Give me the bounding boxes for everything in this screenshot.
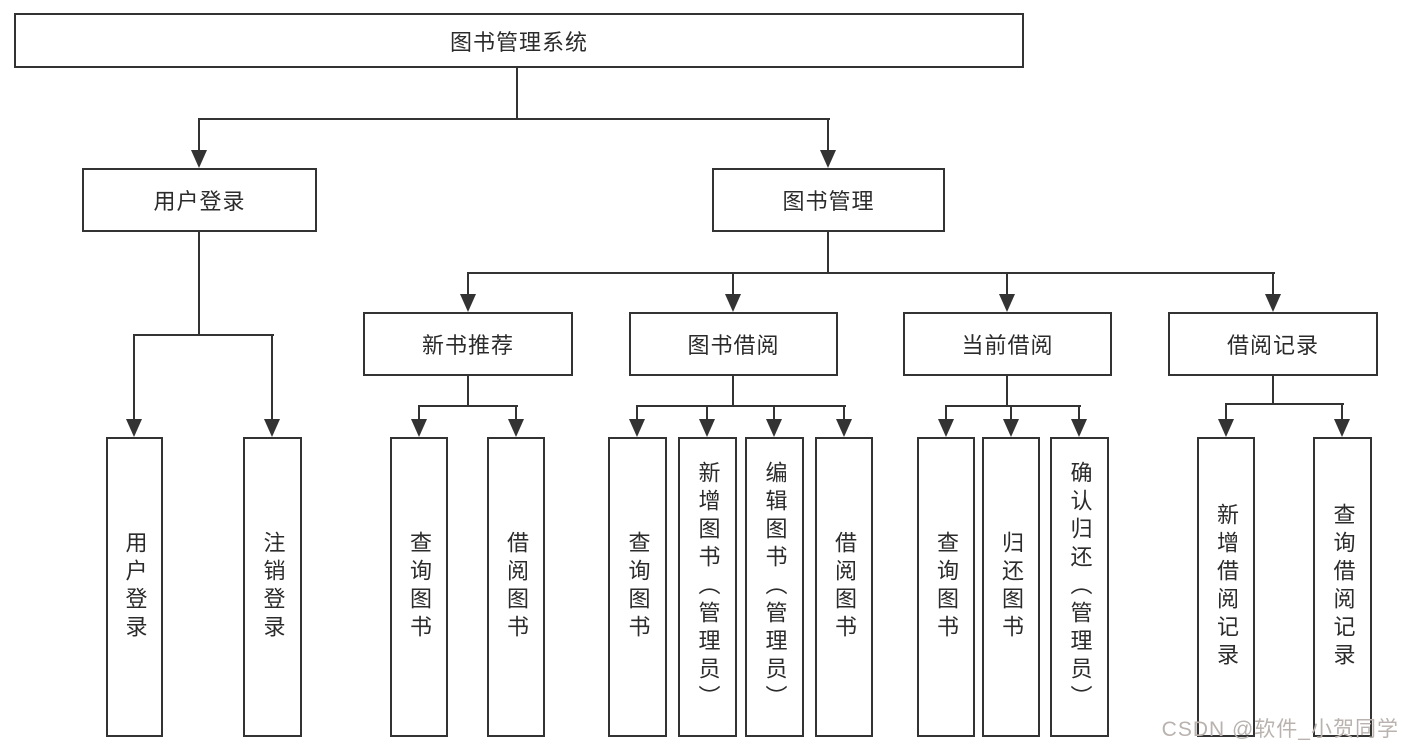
leaf-borrow-books-recommend: 借阅图书: [487, 437, 545, 737]
connector-line: [1272, 376, 1274, 405]
connector-line: [418, 405, 420, 421]
connector-line: [1225, 403, 1227, 421]
arrow-down-icon: [725, 294, 741, 312]
connector-line: [1272, 272, 1274, 296]
leaf-query-books-borrow: 查询图书: [608, 437, 667, 737]
leaf-borrow-books: 借阅图书: [815, 437, 873, 737]
connector-line: [467, 376, 469, 407]
connector-line: [1225, 403, 1344, 405]
arrow-down-icon: [1071, 419, 1087, 437]
connector-line: [418, 405, 518, 407]
node-book-borrowing: 图书借阅: [629, 312, 838, 376]
leaf-logout: 注销登录: [243, 437, 302, 737]
leaf-label: 查询图书: [934, 531, 959, 643]
connector-line: [636, 405, 638, 421]
leaf-add-borrow-record: 新增借阅记录: [1197, 437, 1255, 737]
arrow-down-icon: [1334, 419, 1350, 437]
connector-line: [198, 232, 200, 336]
leaf-user-login: 用户登录: [106, 437, 163, 737]
leaf-add-books-admin: 新增图书（管理员）: [678, 437, 737, 737]
node-current-borrowing: 当前借阅: [903, 312, 1112, 376]
leaf-label: 借阅图书: [832, 531, 857, 643]
leaf-label: 编辑图书（管理员）: [762, 461, 788, 713]
leaf-label: 查询借阅记录: [1330, 503, 1356, 671]
arrow-down-icon: [460, 294, 476, 312]
node-label: 图书管理系统: [449, 29, 588, 55]
connector-line: [515, 405, 517, 421]
arrow-down-icon: [766, 419, 782, 437]
leaf-label: 归还图书: [999, 531, 1024, 643]
connector-line: [271, 334, 273, 420]
connector-line: [1341, 403, 1343, 421]
arrow-down-icon: [938, 419, 954, 437]
arrow-down-icon: [1218, 419, 1234, 437]
connector-line: [827, 118, 829, 152]
node-label: 图书管理: [782, 189, 875, 214]
node-label: 用户登录: [153, 189, 246, 214]
connector-line: [945, 405, 947, 421]
connector-line: [843, 405, 845, 421]
arrow-down-icon: [126, 419, 142, 437]
node-label: 图书借阅: [687, 333, 780, 358]
node-user-login: 用户登录: [82, 168, 317, 232]
connector-line: [706, 405, 708, 421]
connector-line: [467, 272, 1275, 274]
leaf-label: 借阅图书: [504, 531, 529, 643]
connector-line: [773, 405, 775, 421]
arrow-down-icon: [820, 150, 836, 168]
connector-line: [1006, 376, 1008, 407]
node-borrowing-records: 借阅记录: [1168, 312, 1378, 376]
arrow-down-icon: [411, 419, 427, 437]
node-label: 新书推荐: [421, 333, 514, 358]
node-label: 当前借阅: [961, 333, 1054, 358]
connector-line: [732, 376, 734, 407]
connector-line: [198, 118, 830, 120]
arrow-down-icon: [999, 294, 1015, 312]
leaf-confirm-return-admin: 确认归还（管理员）: [1050, 437, 1109, 737]
connector-line: [732, 272, 734, 296]
arrow-down-icon: [1265, 294, 1281, 312]
connector-line: [1006, 272, 1008, 296]
leaf-label: 查询图书: [625, 531, 651, 643]
connector-line: [636, 405, 846, 407]
arrow-down-icon: [508, 419, 524, 437]
node-root-system: 图书管理系统: [14, 13, 1024, 68]
connector-line: [133, 334, 274, 336]
arrow-down-icon: [629, 419, 645, 437]
node-label: 借阅记录: [1226, 333, 1319, 358]
connector-line: [827, 232, 829, 274]
node-book-management: 图书管理: [712, 168, 945, 232]
node-new-book-recommend: 新书推荐: [363, 312, 573, 376]
leaf-label: 查询图书: [407, 531, 432, 643]
leaf-edit-books-admin: 编辑图书（管理员）: [745, 437, 804, 737]
leaf-query-borrow-record: 查询借阅记录: [1313, 437, 1372, 737]
leaf-label: 确认归还（管理员）: [1067, 461, 1093, 713]
arrow-down-icon: [699, 419, 715, 437]
arrow-down-icon: [836, 419, 852, 437]
arrow-down-icon: [191, 150, 207, 168]
leaf-label: 新增借阅记录: [1214, 503, 1239, 671]
arrow-down-icon: [264, 419, 280, 437]
leaf-label: 用户登录: [122, 531, 148, 643]
connector-line: [467, 272, 469, 296]
leaf-return-books: 归还图书: [982, 437, 1040, 737]
arrow-down-icon: [1003, 419, 1019, 437]
connector-line: [198, 118, 200, 152]
connector-line: [1078, 405, 1080, 421]
connector-line: [133, 334, 135, 420]
connector-line: [1010, 405, 1012, 421]
leaf-label: 注销登录: [260, 531, 286, 643]
connector-line: [945, 405, 1081, 407]
watermark: CSDN @软件_小贺同学: [1161, 718, 1399, 741]
leaf-query-books-current: 查询图书: [917, 437, 975, 737]
leaf-label: 新增图书（管理员）: [695, 461, 721, 713]
leaf-query-books-recommend: 查询图书: [390, 437, 448, 737]
connector-line: [516, 68, 518, 119]
